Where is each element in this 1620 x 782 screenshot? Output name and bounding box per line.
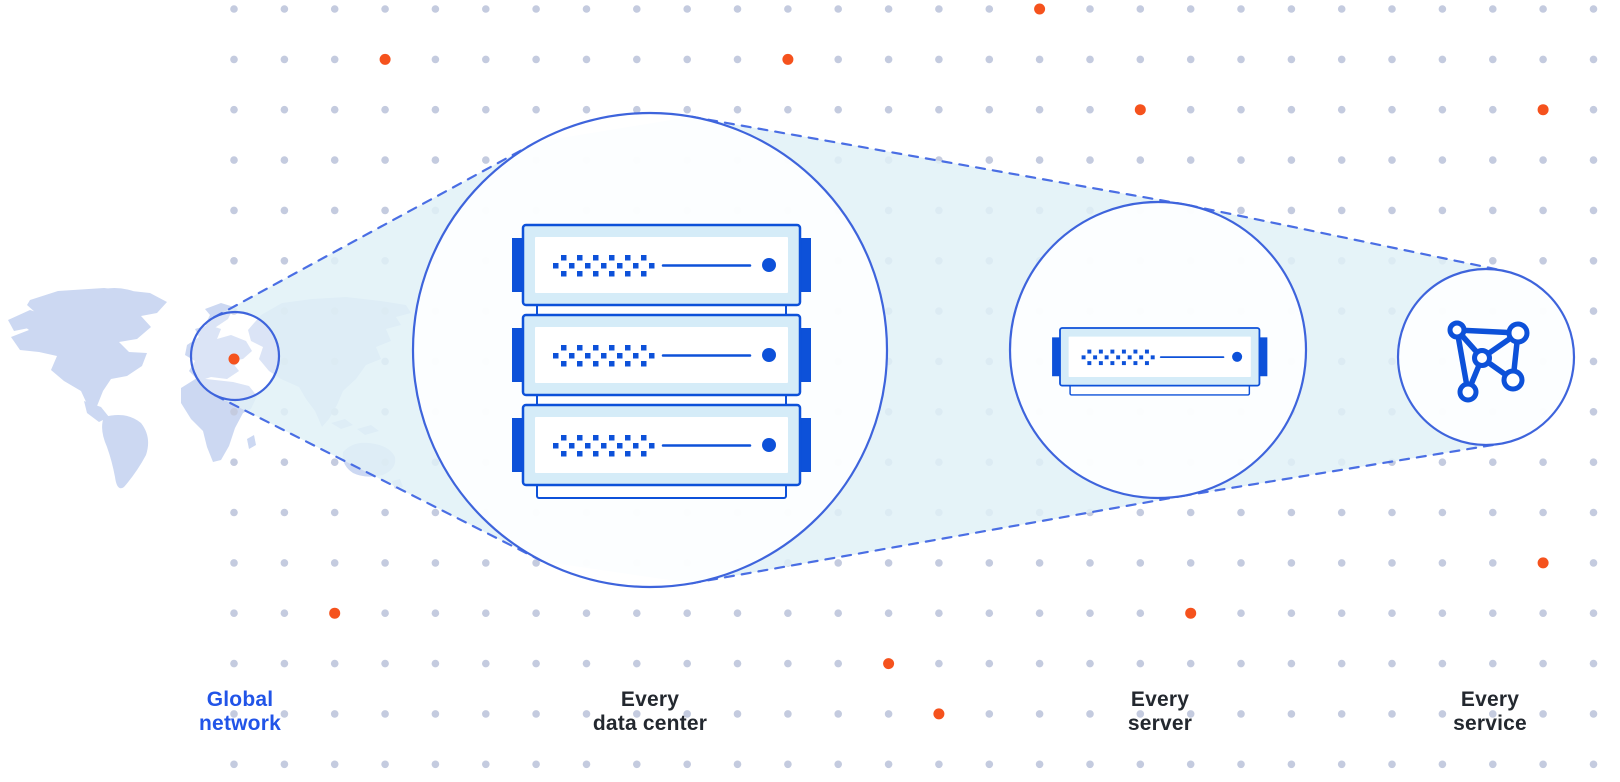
label-line: network xyxy=(199,712,281,735)
continent-south-america xyxy=(102,415,149,489)
zoom-beam-dashed-edges xyxy=(212,115,1505,585)
label-every-data-center: Every data center xyxy=(540,688,760,736)
island-madagascar xyxy=(247,435,256,449)
continent-central-america xyxy=(84,401,109,422)
map-marker-dot xyxy=(228,353,240,365)
label-line: Every xyxy=(1130,688,1190,711)
dashed-edge-top-2 xyxy=(690,115,1185,206)
server-icon xyxy=(512,313,811,409)
label-line: Every xyxy=(620,688,680,711)
dashed-edge-top-3 xyxy=(1187,204,1505,272)
label-line: data center xyxy=(592,712,708,735)
network-graph-icon xyxy=(1447,320,1530,403)
continent-europe xyxy=(185,325,252,381)
server-icon xyxy=(1052,327,1268,396)
label-line: server xyxy=(1127,712,1193,735)
label-line: Global xyxy=(206,688,274,711)
label-line: service xyxy=(1453,712,1527,735)
continent-greenland xyxy=(93,288,137,310)
dashed-edge-top-1 xyxy=(212,140,538,319)
label-line: Every xyxy=(1460,688,1520,711)
continent-north-america xyxy=(11,288,167,406)
server-icon xyxy=(512,223,811,319)
dashed-edge-bottom-1 xyxy=(214,394,544,563)
continent-scandinavia xyxy=(205,303,234,329)
dashed-edge-bottom-3 xyxy=(1180,442,1502,498)
label-every-server: Every server xyxy=(1050,688,1270,736)
label-global-network: Global network xyxy=(130,688,350,736)
label-every-service: Every service xyxy=(1380,688,1600,736)
dashed-edge-bottom-2 xyxy=(690,494,1185,585)
server-icon xyxy=(512,403,811,499)
